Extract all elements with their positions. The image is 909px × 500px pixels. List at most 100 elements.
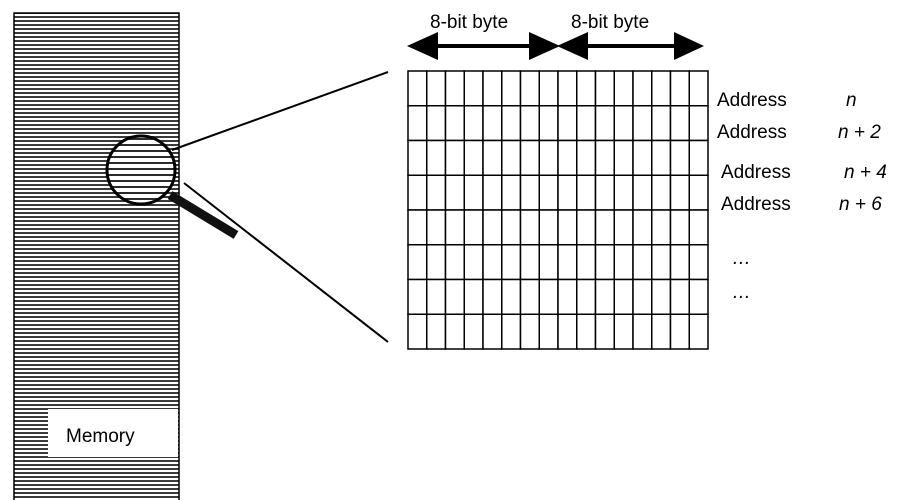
bit-cell — [632, 313, 653, 350]
bit-cell — [669, 278, 690, 315]
bit-cell — [444, 105, 465, 142]
bit-cell — [576, 139, 597, 176]
bit-cell — [613, 278, 634, 315]
bit-cell — [463, 244, 484, 281]
bit-cell — [613, 139, 634, 176]
bit-cell — [576, 70, 597, 107]
bit-cell — [632, 70, 653, 107]
bit-cell — [482, 139, 503, 176]
bit-cell — [576, 105, 597, 142]
address-suffix: n + 2 — [838, 122, 881, 143]
bit-cell — [669, 313, 690, 350]
bit-cell — [557, 278, 578, 315]
bit-cell — [632, 105, 653, 142]
bit-cell — [463, 70, 484, 107]
bit-cell — [501, 244, 522, 281]
bit-cell — [613, 209, 634, 246]
bit-cell — [501, 105, 522, 142]
address-label: Address n + 6 — [721, 194, 882, 215]
memory-label-box — [48, 409, 178, 457]
bit-cell — [576, 313, 597, 350]
bit-cell — [688, 209, 709, 246]
bit-cell — [688, 105, 709, 142]
bit-cell — [538, 139, 559, 176]
bit-cell — [669, 105, 690, 142]
bit-cell — [688, 313, 709, 350]
bit-cell — [482, 313, 503, 350]
bit-cell — [651, 313, 672, 350]
bit-cell — [651, 278, 672, 315]
bit-cell — [407, 70, 428, 107]
bit-cell — [407, 313, 428, 350]
bit-cell — [632, 174, 653, 211]
bit-cell — [669, 174, 690, 211]
address-suffix: n — [846, 90, 857, 111]
bit-cell — [426, 70, 447, 107]
zoom-lines — [171, 71, 389, 343]
bit-cell — [426, 278, 447, 315]
bit-cell — [482, 278, 503, 315]
bit-cell — [669, 70, 690, 107]
bit-cell — [463, 209, 484, 246]
bit-cell — [538, 174, 559, 211]
right-byte-arrow-right-head — [674, 32, 704, 60]
bit-cell — [651, 105, 672, 142]
bit-cell — [482, 244, 503, 281]
address-prefix: Address — [721, 194, 791, 215]
bit-cell — [482, 70, 503, 107]
bit-cell — [613, 105, 634, 142]
bit-cell — [688, 139, 709, 176]
bit-cell — [669, 244, 690, 281]
bit-cell — [482, 209, 503, 246]
bit-cell — [576, 209, 597, 246]
bit-cell — [538, 313, 559, 350]
magnifier-icon — [105, 134, 239, 239]
bit-cell — [576, 244, 597, 281]
bit-cell — [594, 313, 615, 350]
bit-cell — [538, 278, 559, 315]
address-suffix: n + 6 — [839, 194, 882, 215]
bit-cell — [576, 278, 597, 315]
bit-cell — [538, 244, 559, 281]
bit-cell — [651, 139, 672, 176]
bit-cell — [501, 209, 522, 246]
bit-cell — [463, 174, 484, 211]
ellipsis: … — [732, 248, 751, 269]
address-prefix: Address — [721, 162, 791, 183]
bit-cell — [632, 209, 653, 246]
memory-block: Memory — [13, 12, 180, 500]
bit-cell — [501, 313, 522, 350]
bit-cell — [519, 244, 540, 281]
bit-cell — [538, 105, 559, 142]
left-byte-label: 8-bit byte — [430, 12, 508, 33]
bit-cell — [482, 174, 503, 211]
bit-cell — [519, 313, 540, 350]
bit-cell — [557, 209, 578, 246]
bit-cell — [501, 174, 522, 211]
bit-cell — [632, 139, 653, 176]
bit-cell — [651, 174, 672, 211]
bit-cell — [501, 278, 522, 315]
bit-cell — [463, 105, 484, 142]
left-byte-arrow-left-head — [407, 32, 438, 60]
bit-cell — [594, 278, 615, 315]
bit-cell — [613, 174, 634, 211]
bit-cell — [407, 174, 428, 211]
bit-cell — [444, 278, 465, 315]
byte-arrows: 8-bit byte 8-bit byte — [407, 12, 704, 60]
bit-cell — [632, 278, 653, 315]
bit-cell — [444, 313, 465, 350]
bit-cell — [519, 209, 540, 246]
bit-cell — [426, 244, 447, 281]
bit-cell — [557, 313, 578, 350]
bit-cell — [482, 105, 503, 142]
right-byte-label: 8-bit byte — [571, 12, 649, 33]
bit-cell — [557, 244, 578, 281]
bit-cell — [519, 70, 540, 107]
bit-cell — [444, 244, 465, 281]
bit-cell — [426, 174, 447, 211]
memory-label: Memory — [66, 426, 135, 447]
bit-cell — [594, 244, 615, 281]
